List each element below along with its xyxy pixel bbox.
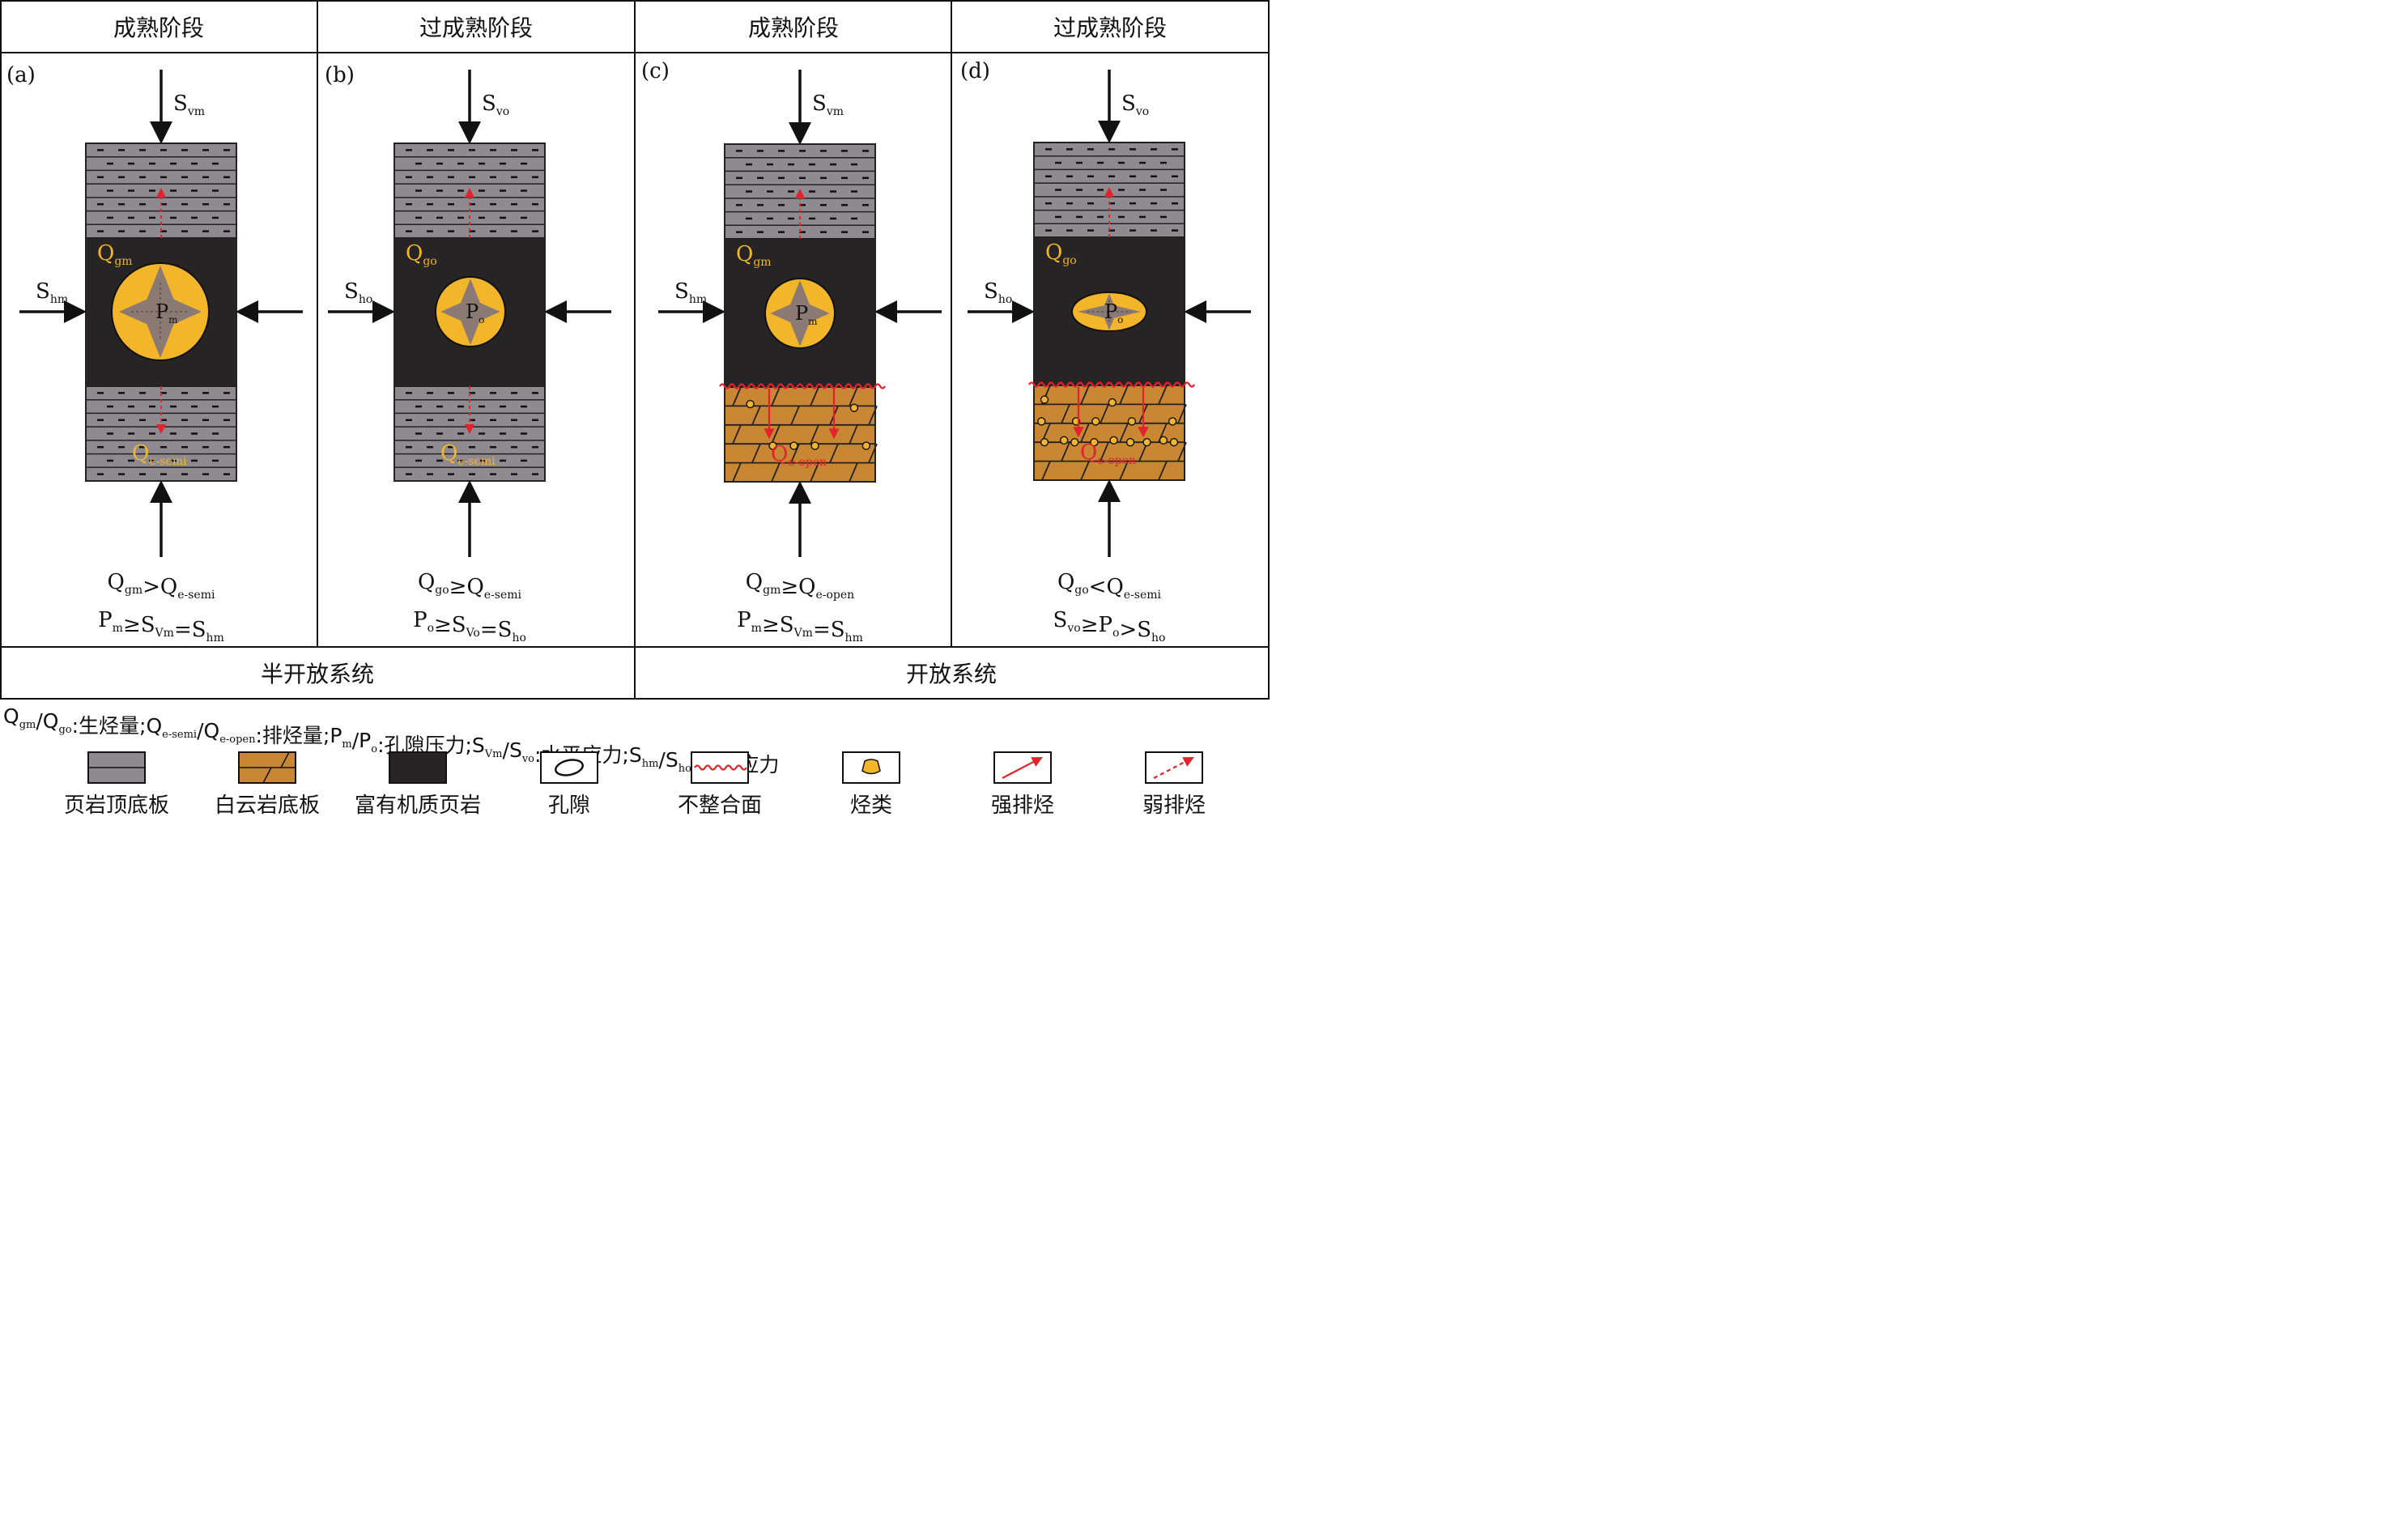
legend-item-1: 白云岩底板: [215, 751, 320, 816]
stage-headers: 成熟阶段 过成熟阶段 成熟阶段 过成熟阶段: [113, 15, 1167, 41]
expulsion-label-b: Qe-semi: [440, 441, 496, 468]
legend-item-3: 孔隙: [540, 751, 598, 816]
pore-icon: [540, 751, 598, 784]
dolomite-floor-d: [1033, 385, 1187, 481]
panels: PmQgmQe-semiSvmShmQgm>Qe-semiPm≥SVm=ShmP…: [19, 70, 1251, 645]
equation-1-c: Qgm≥Qe-open: [746, 570, 854, 602]
expulsion-label-a: Qe-semi: [132, 441, 187, 468]
legend-label-7: 弱排烃: [1142, 793, 1206, 816]
strong-expulsion-arrow-icon: [993, 751, 1052, 784]
horizontal-stress-label-a: Shm: [36, 279, 68, 306]
legend-item-6: 强排烃: [991, 751, 1054, 816]
legend-item-7: 弱排烃: [1142, 751, 1206, 816]
generation-label-a: Qgm: [97, 241, 133, 268]
legend-item-5: 烃类: [842, 751, 900, 816]
shale-swatch-icon: [87, 751, 146, 784]
legend-label-6: 强排烃: [991, 793, 1054, 816]
horizontal-stress-label-c: Shm: [674, 279, 707, 306]
equation-1-b: Qgo≥Qe-semi: [418, 570, 522, 602]
vertical-stress-label-d: Svo: [1121, 91, 1149, 118]
equation-1-d: Qgo<Qe-semi: [1057, 570, 1162, 602]
equation-2-d: Svo≥Po>Sho: [1053, 608, 1166, 645]
hydrocarbon-icon: [842, 751, 900, 784]
unconformity-d: [1028, 381, 1195, 388]
pore-pressure-label-b: Po: [466, 300, 484, 325]
generation-label-d: Qgo: [1045, 240, 1077, 267]
equation-2-b: Po≥SVo=Sho: [413, 608, 526, 645]
equation-2-c: Pm≥SVm=Shm: [737, 608, 863, 645]
pressure-arrow-horizontal: [770, 300, 830, 327]
figure-frame: [0, 0, 1270, 700]
header-b: 过成熟阶段: [419, 15, 533, 41]
equation-1-a: Qgm>Qe-semi: [108, 570, 215, 602]
legend-label-1: 白云岩底板: [215, 793, 320, 816]
unconformity-icon: [691, 751, 749, 784]
vertical-stress-label-a: Svm: [173, 91, 205, 118]
panel-letter-c: (c): [641, 59, 670, 83]
pore-b: [435, 276, 506, 347]
organic-shale-swatch-icon: [389, 751, 447, 784]
expulsion-label-d: Qe-open: [1080, 440, 1136, 467]
open-system-label: 开放系统: [906, 661, 997, 687]
legend-label-2: 富有机质页岩: [355, 793, 481, 816]
legend: 页岩顶底板 白云岩底板 富有机质页岩 孔隙 不整合面 烃类 强排烃 弱排烃: [64, 751, 1206, 816]
header-c: 成熟阶段: [748, 15, 839, 41]
pore-pressure-label-d: Po: [1104, 300, 1123, 325]
pore-pressure-label-a: Pm: [155, 300, 178, 325]
unconformity-c: [719, 383, 886, 389]
pore-a: [111, 262, 210, 361]
legend-label-3: 孔隙: [548, 793, 590, 816]
vertical-stress-label-c: Svm: [812, 91, 844, 118]
header-a: 成熟阶段: [113, 15, 204, 41]
generation-label-c: Qgm: [736, 242, 772, 269]
dolomite-floor-c: [724, 386, 878, 483]
panel-letter-a: (a): [6, 63, 36, 87]
pore-d: [1071, 291, 1147, 332]
pore-pressure-label-c: Pm: [795, 302, 818, 327]
roof-shale-a: [85, 143, 237, 239]
weak-expulsion-arrow-icon: [1145, 751, 1203, 784]
dolomite-swatch-icon: [238, 751, 296, 784]
system-labels: 半开放系统 开放系统: [261, 661, 997, 687]
generation-label-b: Qgo: [406, 241, 437, 268]
header-d: 过成熟阶段: [1053, 15, 1167, 41]
diagram-canvas: 成熟阶段 过成熟阶段 成熟阶段 过成熟阶段 (a) (b) (c) (d) Pm…: [0, 0, 1270, 816]
legend-label-0: 页岩顶底板: [64, 793, 169, 816]
horizontal-stress-label-d: Sho: [984, 279, 1012, 306]
vertical-stress-label-b: Svo: [482, 91, 509, 118]
semi-open-system-label: 半开放系统: [261, 661, 374, 687]
pore-c: [764, 278, 836, 349]
legend-item-0: 页岩顶底板: [64, 751, 169, 816]
legend-item-2: 富有机质页岩: [355, 751, 481, 816]
panel-letter-b: (b): [325, 63, 355, 87]
panel-letters: (a) (b) (c) (d): [6, 59, 990, 87]
panel-letter-d: (d): [960, 59, 990, 83]
equation-2-a: Pm≥SVm=Shm: [98, 608, 224, 645]
pressure-arrow-horizontal: [440, 298, 500, 325]
legend-label-4: 不整合面: [678, 793, 762, 816]
legend-item-4: 不整合面: [678, 751, 762, 816]
horizontal-stress-label-b: Sho: [344, 279, 372, 306]
expulsion-label-c: Qe-open: [771, 442, 827, 469]
legend-label-5: 烃类: [850, 793, 892, 816]
